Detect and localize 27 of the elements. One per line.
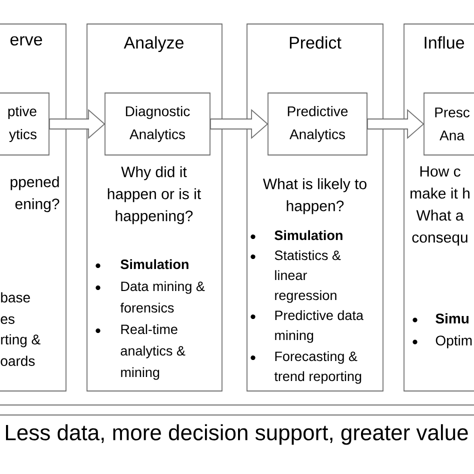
- bullet-item: Predictive data mining: [250, 310, 364, 343]
- question-text: What is likely to happen?: [262, 178, 366, 214]
- process-box: Predictive Analytics: [268, 92, 368, 156]
- band-caption: Less data, more decision support, greater value: [6, 424, 468, 445]
- question-text: ppened ening?: [10, 176, 60, 212]
- stage-title: Analyze: [124, 36, 184, 52]
- bullet-item: Data mining & forensics: [96, 281, 205, 313]
- question-text: Why did it happen or is it happening?: [108, 166, 201, 224]
- process-box: ptive ytics: [0, 92, 50, 156]
- question-text: How c make it h What a consequ: [410, 166, 470, 246]
- process-box: Diagnostic Analytics: [104, 92, 210, 156]
- bullet-item: Optim: [412, 335, 472, 348]
- bullet-item: Simulation: [250, 230, 342, 240]
- block-arrow: [210, 109, 268, 139]
- bullet-item: Simulation: [96, 259, 188, 270]
- bullet-item: Statistics & linear regression: [250, 250, 341, 303]
- process-box: Presc Ana: [424, 92, 474, 156]
- bullet-item: base es: [0, 292, 30, 324]
- stage-title: Influe: [424, 36, 464, 49]
- bullet-item: rting & oards: [0, 334, 40, 366]
- stage-title: Predict: [290, 36, 342, 49]
- bullet-item: Forecasting & trend reporting: [250, 351, 362, 384]
- bullet-item: Real-time analytics & mining: [96, 324, 186, 380]
- block-arrow: [367, 109, 424, 139]
- bullet-item: Simu: [412, 313, 469, 324]
- stage-title: erve: [10, 36, 42, 46]
- block-arrow: [49, 109, 106, 139]
